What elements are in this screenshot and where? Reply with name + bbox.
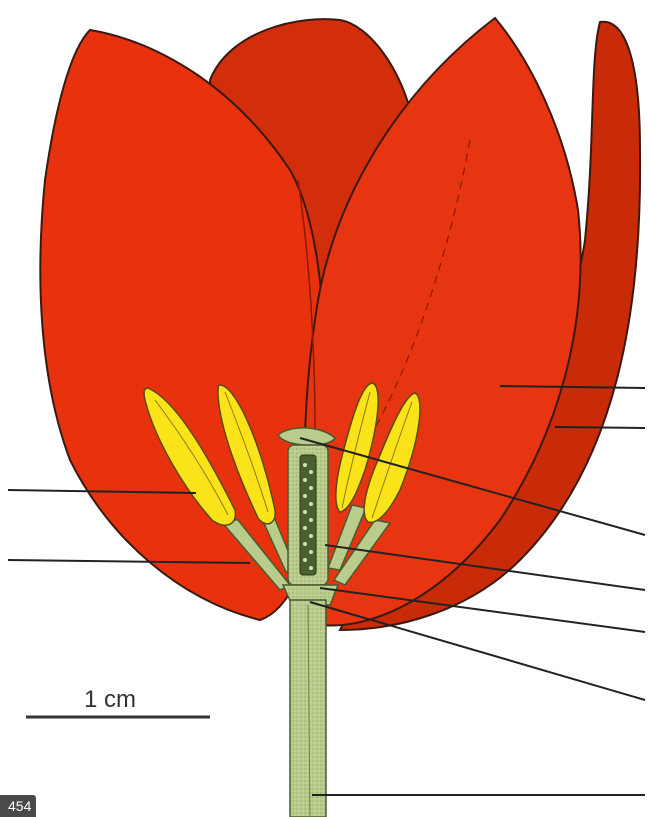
leader-line-right-6: [310, 602, 645, 700]
leader-line-right-2: [555, 427, 645, 428]
image-id-badge: 454: [0, 795, 36, 817]
scale-bar-label: 1 cm: [84, 686, 136, 713]
ovary-chamber: [300, 455, 316, 575]
